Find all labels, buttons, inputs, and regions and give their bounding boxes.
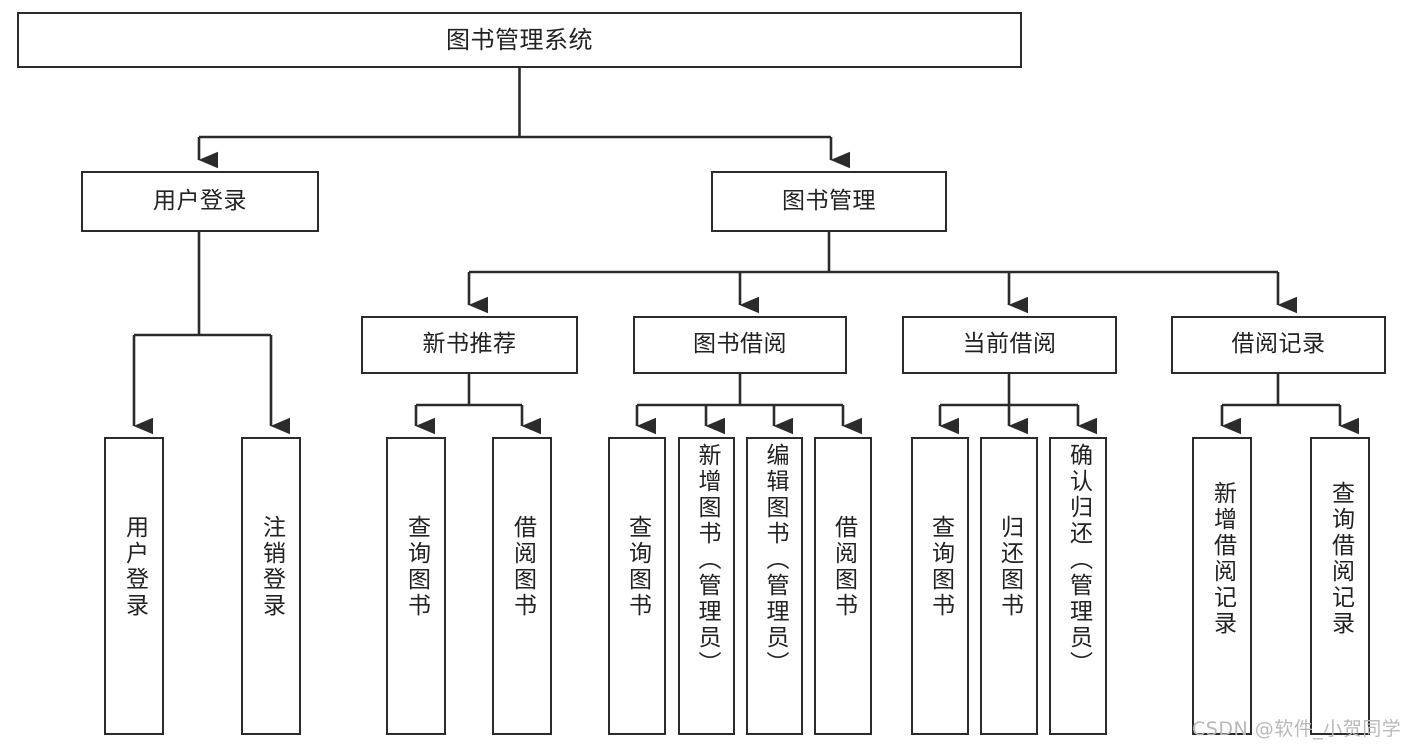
node-label: 查询图书 <box>624 515 651 619</box>
leaf-query-book-current[interactable]: 查询图书 <box>911 437 969 735</box>
leaf-logout-login[interactable]: 注销登录 <box>241 437 301 735</box>
leaf-borrow-book[interactable]: 借阅图书 <box>814 437 872 735</box>
node-label: 借阅图书 <box>830 515 857 619</box>
node-user-login[interactable]: 用户登录 <box>81 171 319 232</box>
node-label: 确认归还（管理员） <box>1065 443 1092 677</box>
node-label: 查询借阅记录 <box>1327 481 1354 637</box>
leaf-user-login[interactable]: 用户登录 <box>104 437 164 735</box>
node-label: 借阅图书 <box>509 515 536 619</box>
node-label: 归还图书 <box>996 515 1023 619</box>
leaf-borrow-book-recommend[interactable]: 借阅图书 <box>492 437 552 735</box>
node-label: 用户登录 <box>153 187 247 214</box>
leaf-add-borrow-record[interactable]: 新增借阅记录 <box>1192 437 1252 735</box>
node-label: 新增借阅记录 <box>1209 481 1236 637</box>
csdn-watermark: CSDN @软件_小贺同学 <box>1192 718 1402 740</box>
node-label: 图书管理系统 <box>446 25 593 54</box>
node-borrow-record[interactable]: 借阅记录 <box>1171 316 1386 374</box>
node-label: 编辑图书（管理员） <box>762 443 788 677</box>
node-label: 图书管理 <box>782 187 876 214</box>
node-label: 新增图书（管理员） <box>694 443 720 677</box>
node-book-borrow[interactable]: 图书借阅 <box>633 316 847 374</box>
leaf-query-borrow-record[interactable]: 查询借阅记录 <box>1310 437 1370 735</box>
node-label: 注销登录 <box>258 515 285 619</box>
leaf-query-book-borrow[interactable]: 查询图书 <box>608 437 666 735</box>
leaf-return-book[interactable]: 归还图书 <box>980 437 1038 735</box>
leaf-add-book[interactable]: 新增图书（管理员） <box>678 437 735 735</box>
node-root-system[interactable]: 图书管理系统 <box>17 12 1022 68</box>
node-new-book-recommend[interactable]: 新书推荐 <box>361 316 578 374</box>
node-label: 查询图书 <box>927 515 954 619</box>
node-label: 图书借阅 <box>693 331 787 358</box>
node-label: 新书推荐 <box>422 331 517 358</box>
node-label: 借阅记录 <box>1231 331 1326 358</box>
node-current-borrow[interactable]: 当前借阅 <box>902 316 1117 374</box>
node-label: 查询图书 <box>403 515 430 619</box>
node-label: 用户登录 <box>121 515 148 619</box>
leaf-confirm-return[interactable]: 确认归还（管理员） <box>1049 437 1107 735</box>
leaf-query-book-recommend[interactable]: 查询图书 <box>386 437 446 735</box>
node-label: 当前借阅 <box>962 331 1057 358</box>
leaf-edit-book[interactable]: 编辑图书（管理员） <box>746 437 803 735</box>
node-book-manage[interactable]: 图书管理 <box>711 171 947 232</box>
